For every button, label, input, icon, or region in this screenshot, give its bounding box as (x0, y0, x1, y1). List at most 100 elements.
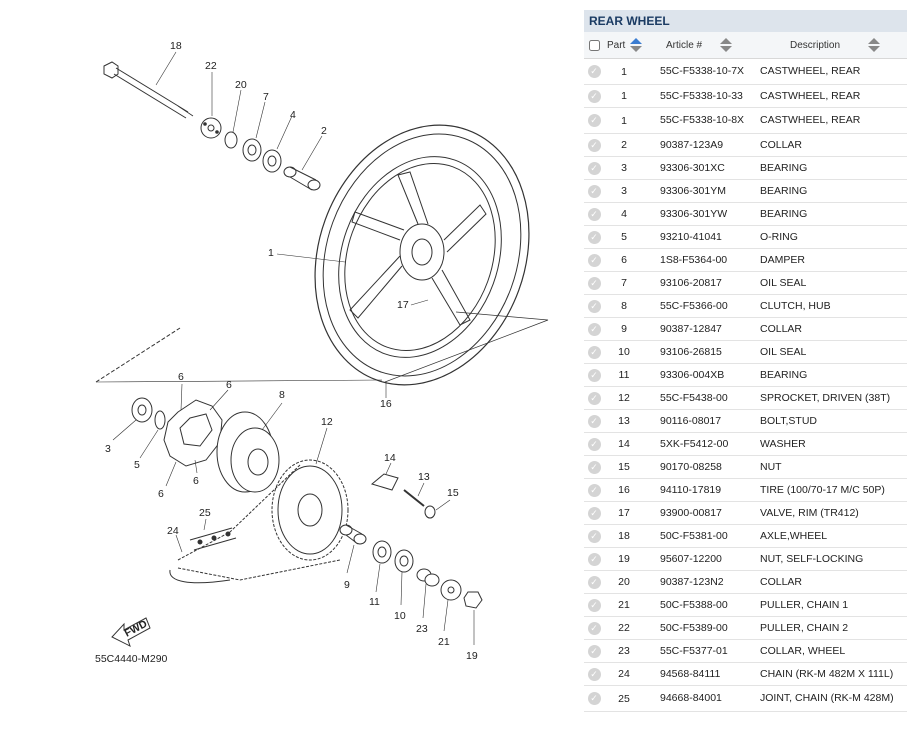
article-number-cell: 50C-F5381-00 (660, 529, 728, 542)
description-cell: CASTWHEEL, REAR (760, 65, 861, 77)
chain-puller-2-drawing (200, 117, 222, 139)
callout-label: 14 (384, 452, 396, 464)
checkmark-icon[interactable]: ✓ (587, 161, 601, 175)
checkmark-icon[interactable]: ✓ (587, 460, 601, 474)
row-select-cell: ✓ (584, 644, 604, 658)
part-number-cell: 10 (618, 346, 630, 358)
chain-puller-1-drawing (440, 579, 462, 601)
description-cell: OIL SEAL (760, 276, 807, 289)
checkmark-icon[interactable]: ✓ (587, 368, 601, 382)
article-number-cell: 93306-004XB (660, 368, 725, 381)
part-number-cell: 11 (618, 369, 630, 381)
checkmark-icon[interactable]: ✓ (587, 230, 601, 244)
callout-label: 4 (290, 109, 296, 121)
nut-15-drawing (424, 505, 436, 519)
sort-icon[interactable] (630, 38, 643, 52)
callout-label: 25 (199, 507, 211, 519)
checkmark-icon[interactable]: ✓ (587, 276, 601, 290)
checkmark-icon[interactable]: ✓ (587, 114, 601, 127)
row-select-cell: ✓ (584, 253, 604, 267)
bearing-11-drawing (372, 540, 392, 564)
article-number-cell: 93306-301YM (660, 184, 726, 197)
row-select-cell: ✓ (584, 368, 604, 382)
description-cell: CHAIN (RK-M 482M X 111L) (760, 667, 894, 680)
callout-label: 21 (438, 636, 450, 648)
checkmark-icon[interactable]: ✓ (587, 253, 601, 267)
checkmark-icon[interactable]: ✓ (587, 138, 601, 152)
row-select-cell: ✓ (584, 414, 604, 428)
callout-label: 24 (167, 525, 179, 537)
checkmark-icon[interactable]: ✓ (587, 322, 601, 336)
chain-joint-25-drawing (189, 527, 237, 551)
checkmark-icon[interactable]: ✓ (587, 575, 601, 589)
row-select-cell: ✓ (584, 575, 604, 589)
checkmark-icon[interactable]: ✓ (587, 89, 601, 103)
checkmark-icon[interactable]: ✓ (587, 184, 601, 198)
wheel-drawing (314, 124, 530, 386)
callout-label: 16 (380, 398, 392, 410)
article-number-cell: 94110-17819 (660, 483, 722, 496)
part-number-cell: 15 (618, 461, 630, 473)
callout-label: 1 (268, 247, 274, 259)
sort-icon[interactable] (720, 38, 733, 52)
description-cell: JOINT, CHAIN (RK-M 428M) (760, 692, 894, 704)
article-number-cell: 90387-123N2 (660, 575, 724, 588)
sort-icon[interactable] (868, 38, 881, 52)
checkmark-icon[interactable]: ✓ (587, 692, 601, 705)
select-all-cell (584, 32, 604, 58)
checkmark-icon[interactable]: ✓ (587, 483, 601, 497)
checkmark-icon[interactable]: ✓ (587, 391, 601, 405)
checkmark-icon[interactable]: ✓ (587, 414, 601, 428)
column-header-description[interactable]: Description (762, 32, 907, 58)
part-number-cell: 5 (621, 231, 627, 243)
checkmark-icon[interactable]: ✓ (587, 506, 601, 520)
column-header-part[interactable]: Part (604, 32, 652, 58)
checkmark-icon[interactable]: ✓ (587, 598, 601, 612)
row-select-cell: ✓ (584, 437, 604, 451)
checkmark-icon[interactable]: ✓ (587, 552, 601, 566)
checkmark-icon[interactable]: ✓ (587, 345, 601, 359)
checkmark-icon[interactable]: ✓ (587, 299, 601, 313)
checkmark-icon[interactable]: ✓ (587, 437, 601, 451)
select-all-checkbox[interactable] (588, 39, 600, 51)
callout-label: 2 (321, 125, 327, 137)
checkmark-icon[interactable]: ✓ (587, 644, 601, 658)
column-header-article[interactable]: Article # (652, 32, 762, 58)
checkmark-icon[interactable]: ✓ (587, 529, 601, 543)
part-number-cell: 1 (621, 65, 627, 78)
checkmark-icon[interactable]: ✓ (587, 207, 601, 221)
checkmark-icon[interactable]: ✓ (587, 65, 601, 78)
checkmark-icon[interactable]: ✓ (587, 667, 601, 681)
collar-2-drawing (283, 166, 321, 191)
article-number-cell: 55C-F5377-01 (660, 644, 728, 657)
checkmark-icon[interactable]: ✓ (587, 621, 601, 635)
